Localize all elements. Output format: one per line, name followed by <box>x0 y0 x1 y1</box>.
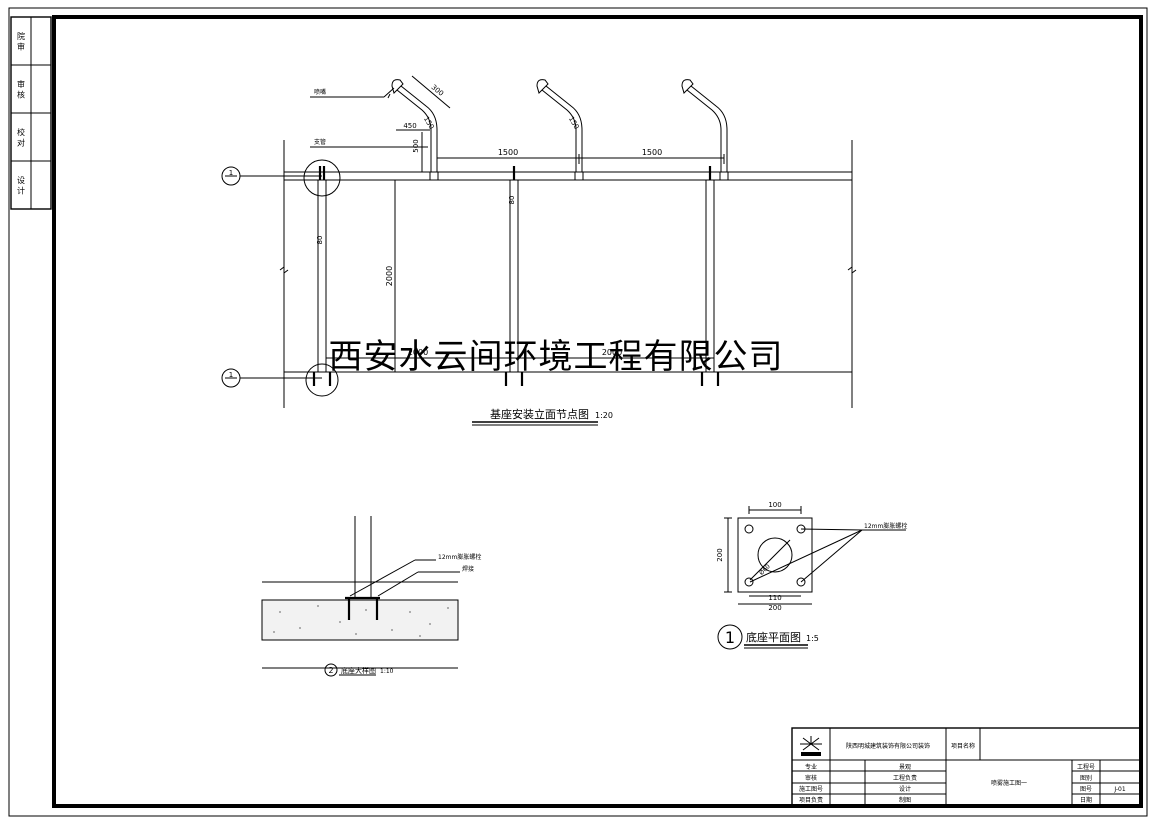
dim-span-1: 1500 <box>498 148 518 157</box>
side-label-3: 校 对 <box>17 127 26 147</box>
plan-dim-top: 100 <box>768 501 781 509</box>
section-label-weld: 焊接 <box>462 565 474 573</box>
side-label-2: 审 核 <box>17 79 26 100</box>
company-logo <box>800 736 822 756</box>
nozzle-riser-1 <box>387 79 439 181</box>
plan-dim-left: 200 <box>716 548 724 561</box>
tb-right-label-4: 日期 <box>1080 796 1092 804</box>
dim-base-1: 2000 <box>408 348 428 357</box>
callout-main-pipe: 支管 <box>314 138 326 146</box>
tb-row-1-value: 景观 <box>899 764 911 771</box>
plan-dim-outer: 200 <box>768 604 781 612</box>
dim-post-1: 80 <box>316 236 324 245</box>
dim-500: 500 <box>412 139 420 152</box>
tb-right-label-2: 图别 <box>1080 774 1092 782</box>
tb-row-4-label: 项目负责 <box>799 796 823 804</box>
section-label-bolt: 12mm膨胀螺栓 <box>438 553 481 561</box>
outer-frame <box>8 7 1148 817</box>
dim-300: 300 <box>430 83 445 98</box>
project-name-label: 项目名称 <box>951 742 975 750</box>
side-approval-strip: 院 审 审 核 校 对 设 计 <box>10 16 52 210</box>
section-number: 2 <box>328 666 333 675</box>
tb-right-label-1: 工程号 <box>1077 763 1095 771</box>
side-label-1: 院 审 <box>17 31 26 52</box>
drawing-name: 喷雾施工图一 <box>991 779 1027 787</box>
elevation-drawing: 1 1 <box>221 75 857 426</box>
axis-mark-bottom: 1 <box>229 371 233 379</box>
side-label-4: 设 计 <box>17 175 26 196</box>
plan-number: 1 <box>725 628 735 647</box>
tb-row-3-value: 设计 <box>899 785 911 793</box>
nozzle-riser-2 <box>536 79 584 181</box>
dim-base-2: 2000 <box>602 348 622 357</box>
dim-span-2: 1500 <box>642 148 662 157</box>
axis-mark-top: 1 <box>229 169 233 177</box>
plan-label-bolt: 12mm膨胀螺栓 <box>864 522 907 530</box>
dim-post-2: 80 <box>508 196 516 205</box>
plan-dim-inner: 110 <box>768 594 781 602</box>
dim-150-b: 150 <box>567 115 581 131</box>
dim-height: 2000 <box>385 266 394 286</box>
tb-row-3-label: 施工图号 <box>799 785 823 793</box>
dim-450: 450 <box>403 122 416 130</box>
tb-right-label-3: 图号 <box>1080 786 1092 793</box>
tb-row-2-label: 审核 <box>805 774 817 782</box>
callout-nozzle: 喷嘴 <box>314 88 326 96</box>
inner-frame <box>52 15 1143 808</box>
title-block: 陕西明城建筑装饰有限公司装饰 项目名称 专业 景观 审核 工程负责 施工图号 设… <box>791 727 1141 806</box>
watermark: 西安水云间环境工程有限公司 <box>329 337 784 377</box>
company-name: 陕西明城建筑装饰有限公司装饰 <box>846 742 930 750</box>
drawing-number: J-01 <box>1113 786 1126 793</box>
dim-150-a: 150 <box>422 115 436 131</box>
tb-row-4-value: 制图 <box>899 796 911 804</box>
tb-row-2-value: 工程负责 <box>893 774 917 782</box>
nozzle-riser-3 <box>681 79 729 181</box>
tb-row-1-label: 专业 <box>805 763 817 771</box>
